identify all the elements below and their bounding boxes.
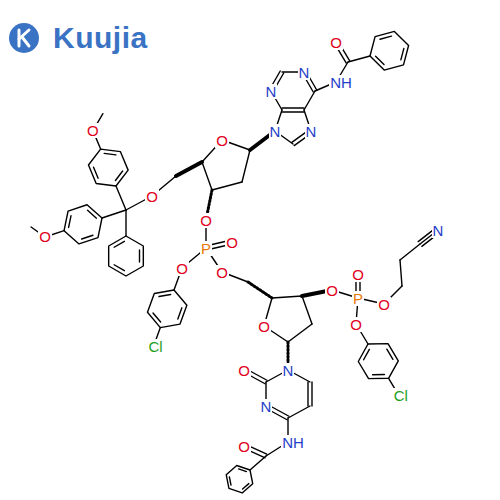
bond — [114, 241, 124, 247]
bond — [115, 171, 122, 180]
bond — [376, 56, 384, 64]
atom-label: O — [237, 363, 251, 378]
bond — [401, 48, 404, 59]
brand-icon — [9, 23, 39, 53]
atom-label: N — [432, 223, 445, 238]
bond — [387, 349, 393, 359]
atom-label: O — [257, 319, 271, 334]
atom-label: O — [86, 123, 100, 138]
atom-label: O — [215, 265, 229, 280]
bond — [104, 153, 116, 155]
bond — [288, 324, 312, 342]
bond — [348, 56, 370, 62]
bond-lines — [31, 31, 440, 493]
bond — [282, 107, 304, 108]
bond — [250, 456, 266, 470]
atom-label: N — [265, 84, 278, 99]
aromatic-ring — [370, 31, 409, 70]
brand-name: Kuujia — [52, 23, 149, 53]
bond — [159, 294, 171, 296]
atom-label: NH — [329, 75, 353, 90]
bond — [248, 282, 272, 298]
bond — [229, 477, 231, 485]
bond — [400, 244, 420, 260]
aromatic-ring — [358, 344, 398, 379]
atom-label: O — [329, 35, 343, 50]
atom-label: N — [282, 363, 295, 378]
bond — [178, 308, 182, 319]
aromatic-ring — [109, 236, 144, 276]
bond — [288, 406, 310, 418]
bond — [116, 186, 126, 210]
atom-label: O — [325, 283, 339, 298]
bond — [364, 349, 370, 359]
atom-label: P — [352, 291, 364, 306]
bond — [202, 162, 212, 190]
atom-label: Cl — [393, 388, 409, 403]
atom-label: O — [349, 317, 363, 332]
atom-label: O — [377, 297, 391, 312]
bond — [302, 296, 312, 324]
atom-label: O — [38, 229, 52, 244]
aromatic-ring — [226, 465, 253, 492]
atom-label: Cl — [147, 339, 163, 354]
atom-label: N — [269, 124, 282, 139]
bond — [304, 91, 315, 110]
bond — [94, 167, 99, 178]
bond — [242, 150, 250, 182]
aromatic-ring — [147, 290, 186, 328]
bond — [153, 313, 161, 322]
bond — [114, 265, 124, 271]
bond — [69, 216, 71, 228]
atom-label: O — [199, 213, 213, 228]
atom-label: O — [215, 133, 229, 148]
atom-label: O — [351, 267, 365, 282]
bond — [212, 182, 242, 190]
bond — [125, 210, 126, 236]
bond — [102, 210, 126, 218]
bond — [307, 382, 308, 406]
atom-label: O — [175, 261, 189, 276]
bond — [282, 111, 304, 112]
aromatic-ring — [64, 205, 102, 244]
bond — [243, 484, 249, 489]
atom-label: P — [200, 241, 212, 256]
bond — [380, 36, 391, 39]
atom-label: N — [260, 399, 273, 414]
bond — [82, 235, 93, 239]
aromatic-ring — [88, 149, 128, 186]
atom-label: NH — [281, 435, 305, 450]
bond — [373, 374, 385, 376]
bond — [176, 162, 202, 176]
atom-label: O — [145, 189, 159, 204]
bond — [272, 296, 302, 298]
atom-label: O — [225, 235, 239, 250]
bond — [239, 469, 247, 472]
atom-label: N — [298, 65, 311, 80]
atom-label: O — [237, 439, 251, 454]
bond — [88, 210, 97, 218]
bond — [400, 260, 402, 286]
bond — [139, 250, 140, 262]
atom-label: N — [305, 124, 318, 139]
bond — [311, 382, 312, 406]
